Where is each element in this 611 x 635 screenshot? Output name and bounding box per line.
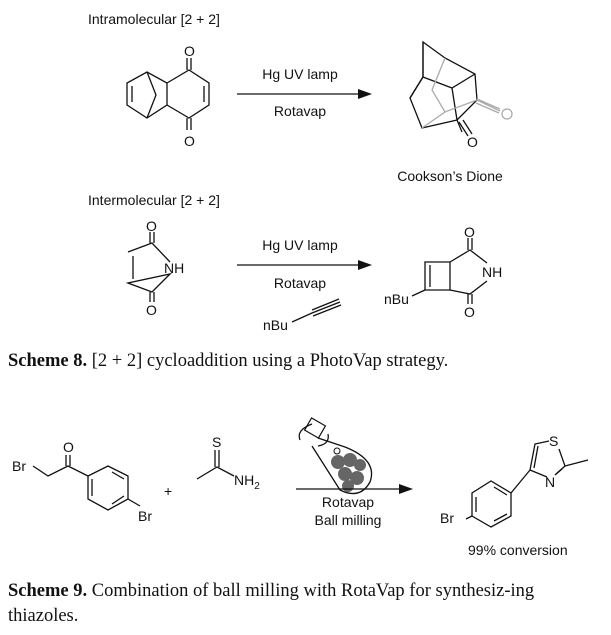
ball-mill-flask-icon bbox=[298, 417, 373, 495]
yield-text: 99% conversion bbox=[468, 542, 568, 558]
cyclobutene-imide-structure bbox=[411, 238, 488, 304]
caption-label: Scheme 9. bbox=[8, 581, 88, 601]
atom-nh: NH bbox=[482, 264, 502, 280]
atom-br: Br bbox=[440, 510, 454, 526]
cookson-dione-structure bbox=[409, 40, 513, 137]
atom-br: Br bbox=[12, 458, 26, 474]
bromophenyl-thiazole-structure bbox=[465, 440, 589, 528]
atom-br: Br bbox=[138, 508, 152, 524]
scheme8-caption: Scheme 8. [2 + 2] cycloaddition using a … bbox=[8, 349, 606, 374]
scheme9-caption: Scheme 9. Combination of ball milling wi… bbox=[8, 579, 606, 629]
arrow-head bbox=[358, 260, 372, 270]
atom-o: O bbox=[467, 134, 478, 150]
condition-text: Ball milling bbox=[315, 512, 382, 528]
product-name: Cookson’s Dione bbox=[397, 168, 503, 184]
atom-nh: NH bbox=[164, 260, 184, 276]
atom-nh2: NH2 bbox=[234, 472, 260, 492]
atom-n: N bbox=[545, 474, 555, 490]
maleimide-structure bbox=[125, 232, 173, 302]
intermolecular-label: Intermolecular [2 + 2] bbox=[88, 192, 220, 208]
bromoacetophenone-structure bbox=[32, 455, 141, 511]
atom-o: O bbox=[184, 133, 195, 149]
atom-s: S bbox=[212, 434, 221, 450]
atom-o: O bbox=[184, 43, 195, 59]
plus-sign: + bbox=[164, 483, 172, 499]
alkyne-bond bbox=[291, 298, 342, 323]
condition-text: Hg UV lamp bbox=[262, 237, 338, 253]
condition-text: Rotavap bbox=[274, 275, 326, 291]
arrow-head bbox=[358, 89, 372, 99]
atom-o: O bbox=[63, 439, 74, 455]
reagent-nbu: nBu bbox=[263, 317, 288, 333]
thioacetamide-structure bbox=[196, 450, 235, 480]
caption-text: Combination of ball milling with RotaVap… bbox=[8, 581, 535, 626]
condition-text: Rotavap bbox=[274, 103, 326, 119]
atom-nbu: nBu bbox=[384, 291, 409, 307]
arrow-head bbox=[399, 484, 413, 494]
condition-text: Hg UV lamp bbox=[262, 66, 338, 82]
atom-s: S bbox=[549, 433, 558, 449]
atom-o: O bbox=[146, 302, 157, 318]
caption-text: [2 + 2] cycloaddition using a PhotoVap s… bbox=[87, 351, 449, 371]
intramolecular-label: Intramolecular [2 + 2] bbox=[88, 11, 220, 27]
caption-label: Scheme 8. bbox=[8, 351, 88, 371]
atom-o: O bbox=[464, 304, 475, 320]
atom-o: O bbox=[464, 224, 475, 240]
norbornene-quinone-structure bbox=[126, 58, 210, 130]
atom-o: O bbox=[146, 218, 157, 234]
condition-text: Rotavap bbox=[322, 494, 374, 510]
